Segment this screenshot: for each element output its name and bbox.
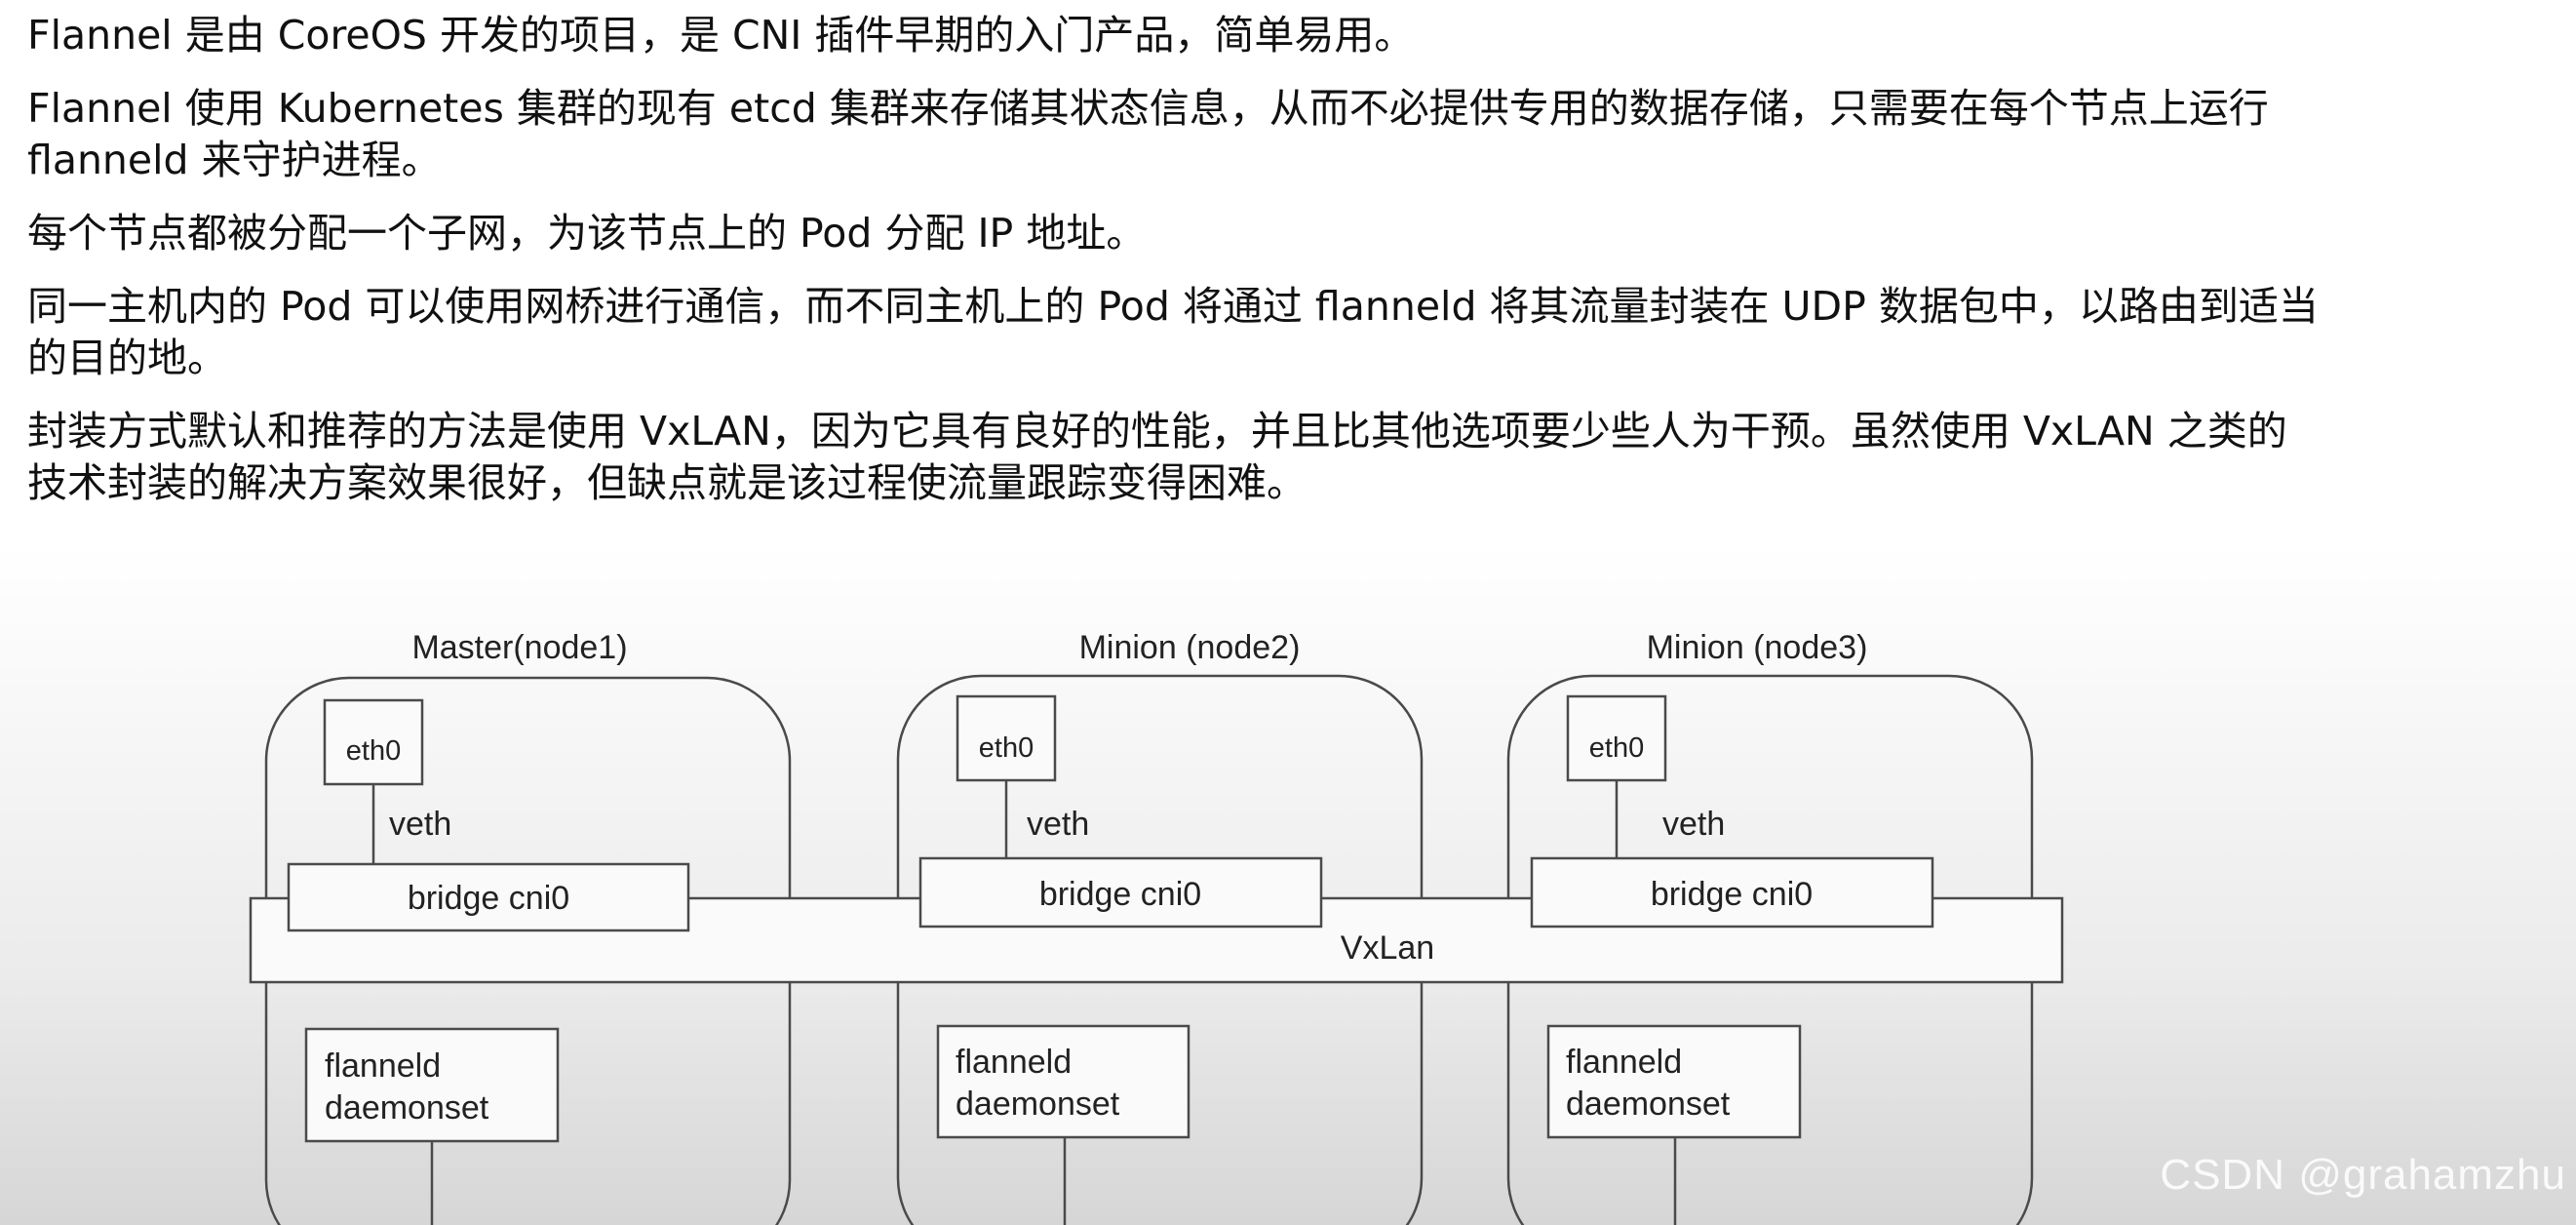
node3-veth-label: veth xyxy=(1662,806,1725,843)
paragraph-2: Flannel 使用 Kubernetes 集群的现有 etcd 集群来存储其状… xyxy=(27,83,2562,186)
paragraph-5: 封装方式默认和推荐的方法是使用 VxLAN，因为它具有良好的性能，并且比其他选项… xyxy=(27,406,2562,509)
paragraph-2-line-1: Flannel 使用 Kubernetes 集群的现有 etcd 集群来存储其状… xyxy=(27,85,2269,132)
node2-bridge-box xyxy=(918,856,1323,929)
csdn-watermark: CSDN @grahamzhu xyxy=(2160,1151,2566,1199)
node1-bridge-label: bridge cni0 xyxy=(408,880,569,917)
article-text: Flannel 是由 CoreOS 开发的项目，是 CNI 插件早期的入门产品，… xyxy=(27,10,2562,531)
node3-eth0-box xyxy=(1566,694,1667,782)
node3-title: Minion (node3) xyxy=(1647,629,1868,666)
node1-veth-label: veth xyxy=(389,806,451,843)
node2-flanneld-box xyxy=(936,1024,1190,1139)
paragraph-2-line-2: flanneld 来守护进程。 xyxy=(27,137,442,183)
paragraph-3: 每个节点都被分配一个子网，为该节点上的 Pod 分配 IP 地址。 xyxy=(27,210,1147,257)
node3-bridge-label: bridge cni0 xyxy=(1651,876,1813,913)
vxlan-label: VxLan xyxy=(1341,929,1434,967)
node3-flanneld-box xyxy=(1546,1024,1802,1139)
node1-flanneld-label-1: flanneld xyxy=(325,1047,441,1085)
paragraph-4-line-1: 同一主机内的 Pod 可以使用网桥进行通信，而不同主机上的 Pod 将通过 fl… xyxy=(27,283,2319,330)
node1-flanneld-label-2: daemonset xyxy=(325,1089,489,1126)
paragraph-5-line-2: 技术封装的解决方案效果很好，但缺点就是该过程使流量跟踪变得困难。 xyxy=(27,459,1307,506)
node2-eth0-label: eth0 xyxy=(979,732,1034,764)
node2-flanneld-label-1: flanneld xyxy=(956,1044,1072,1081)
node1-title: Master(node1) xyxy=(411,629,627,666)
paragraph-5-line-1: 封装方式默认和推荐的方法是使用 VxLAN，因为它具有良好的性能，并且比其他选项… xyxy=(27,408,2287,454)
node1-eth0-label: eth0 xyxy=(346,735,401,767)
node1-eth0-box xyxy=(323,698,424,786)
paragraph-4-line-2: 的目的地。 xyxy=(27,335,227,381)
node2-bridge-label: bridge cni0 xyxy=(1039,876,1201,913)
node3-eth0-label: eth0 xyxy=(1589,732,1644,764)
node3-bridge-box xyxy=(1530,856,1934,929)
node1-flanneld-box xyxy=(304,1027,560,1143)
node2-veth-label: veth xyxy=(1027,806,1089,843)
paragraph-1: Flannel 是由 CoreOS 开发的项目，是 CNI 插件早期的入门产品，… xyxy=(27,12,1415,59)
paragraph-4: 同一主机内的 Pod 可以使用网桥进行通信，而不同主机上的 Pod 将通过 fl… xyxy=(27,281,2562,384)
node3-flanneld-label-1: flanneld xyxy=(1566,1044,1682,1081)
node1-bridge-box xyxy=(287,862,690,932)
node2-title: Minion (node2) xyxy=(1079,629,1301,666)
node2-flanneld-label-2: daemonset xyxy=(956,1086,1120,1123)
node3-flanneld-label-2: daemonset xyxy=(1566,1086,1731,1123)
